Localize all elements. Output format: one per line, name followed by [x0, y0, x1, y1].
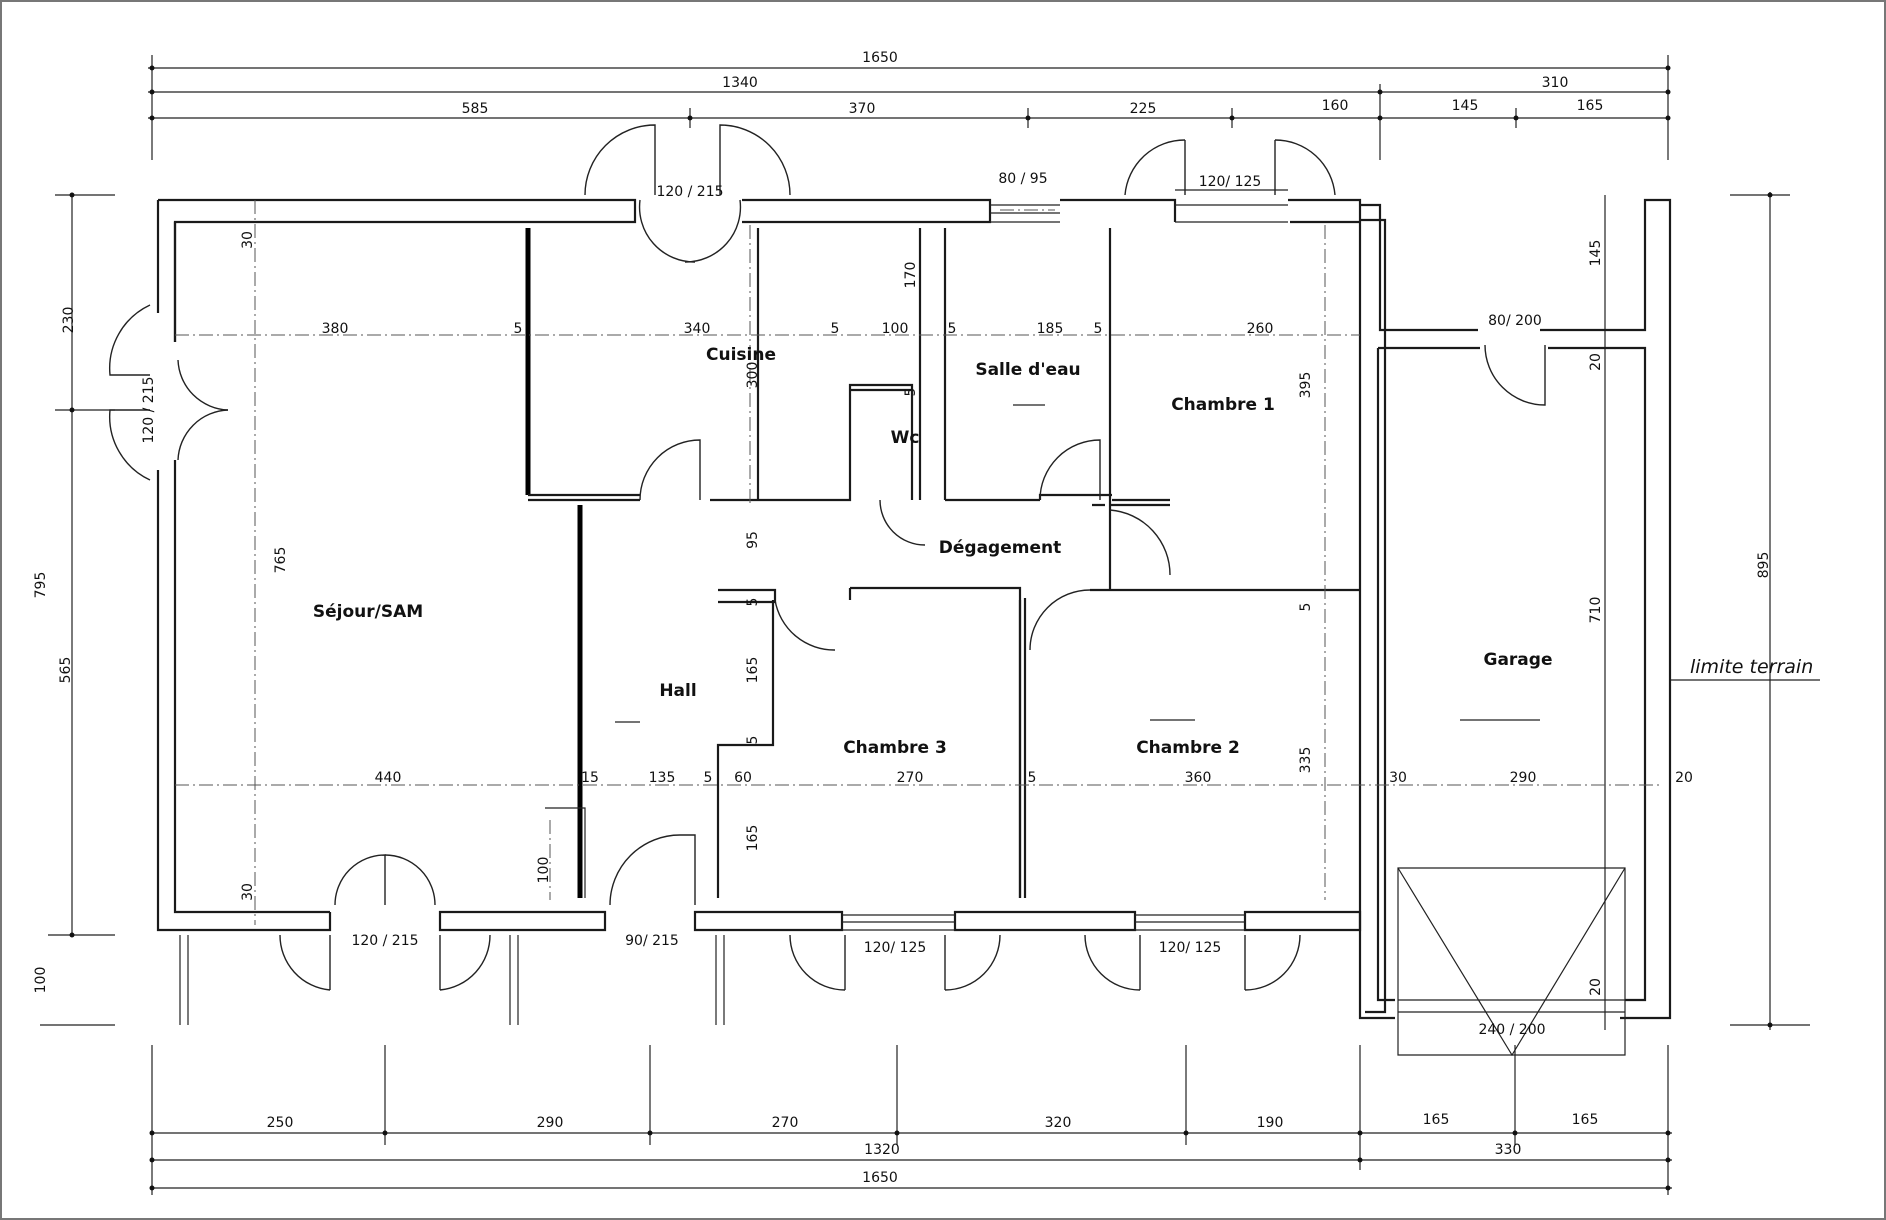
- svg-text:95: 95: [745, 531, 761, 549]
- svg-text:165: 165: [745, 825, 761, 852]
- interior-walls: [175, 200, 1660, 925]
- dim-top-seg-6: 165: [1577, 98, 1604, 114]
- dim-top-seg-4: 160: [1322, 98, 1349, 114]
- window-label-chambre2: 120/ 125: [1159, 940, 1222, 956]
- svg-text:765: 765: [273, 547, 289, 574]
- svg-text:30: 30: [1389, 770, 1407, 786]
- dim-right-door-gap: 20: [1588, 353, 1604, 371]
- room-label-garage: Garage: [1484, 650, 1553, 670]
- room-underline-marks: [615, 404, 1540, 723]
- dim-left-mid: 565: [58, 657, 74, 684]
- room-label-chambre1: Chambre 1: [1171, 395, 1275, 415]
- dim-bottom-seg-7: 165: [1572, 1112, 1599, 1128]
- dim-top-seg-2: 370: [849, 101, 876, 117]
- svg-text:185: 185: [1037, 321, 1064, 337]
- garage-walls: [1358, 198, 1672, 1057]
- svg-text:335: 335: [1298, 747, 1314, 774]
- dim-bottom-seg-1: 250: [267, 1115, 294, 1131]
- dim-bottom-seg-5: 190: [1257, 1115, 1284, 1131]
- room-label-sejour: Séjour/SAM: [313, 602, 423, 622]
- svg-text:5: 5: [903, 388, 919, 397]
- svg-text:300: 300: [745, 362, 761, 389]
- svg-text:360: 360: [1185, 770, 1212, 786]
- svg-text:5: 5: [1298, 603, 1314, 612]
- svg-text:60: 60: [734, 770, 752, 786]
- svg-text:20: 20: [1675, 770, 1693, 786]
- room-label-wc: Wc: [891, 428, 920, 448]
- svg-text:260: 260: [1247, 321, 1274, 337]
- svg-text:5: 5: [831, 321, 840, 337]
- limite-terrain-note: limite terrain: [1690, 656, 1813, 678]
- dim-bottom-total: 1650: [862, 1170, 898, 1186]
- dim-left-bottom: 100: [33, 967, 49, 994]
- dim-top-seg-5: 145: [1452, 98, 1479, 114]
- room-labels: Séjour/SAM Cuisine Salle d'eau Chambre 1…: [313, 345, 1553, 758]
- room-label-cuisine: Cuisine: [706, 345, 776, 365]
- svg-text:30: 30: [240, 231, 256, 249]
- dim-bottom-seg-4: 320: [1045, 1115, 1072, 1131]
- svg-text:135: 135: [649, 770, 676, 786]
- dim-top-total: 1650: [862, 50, 898, 66]
- svg-text:5: 5: [948, 321, 957, 337]
- svg-text:5: 5: [1028, 770, 1037, 786]
- room-label-chambre2: Chambre 2: [1136, 738, 1240, 758]
- svg-text:165: 165: [745, 657, 761, 684]
- svg-text:5: 5: [745, 598, 761, 607]
- door-label-cuisine: 120 / 215: [656, 184, 723, 200]
- dim-top-seg-3: 225: [1130, 101, 1157, 117]
- svg-text:5: 5: [1094, 321, 1103, 337]
- dim-bottom-house: 1320: [864, 1142, 900, 1158]
- dim-top-seg-1: 585: [462, 101, 489, 117]
- dim-left-top: 230: [61, 307, 77, 334]
- svg-text:340: 340: [684, 321, 711, 337]
- door-label-sejour-bottom: 120 / 215: [351, 933, 418, 949]
- dim-top-garage: 310: [1542, 75, 1569, 91]
- dim-bottom-garage: 330: [1495, 1142, 1522, 1158]
- door-label-hall-entry: 90/ 215: [625, 933, 679, 949]
- room-label-salle-eau: Salle d'eau: [975, 360, 1080, 380]
- svg-text:5: 5: [745, 736, 761, 745]
- dim-bottom-seg-2: 290: [537, 1115, 564, 1131]
- right-dimension-lines: [1604, 192, 1820, 1030]
- svg-text:380: 380: [322, 321, 349, 337]
- svg-text:30: 30: [240, 883, 256, 901]
- svg-text:170: 170: [903, 262, 919, 289]
- room-label-chambre3: Chambre 3: [843, 738, 947, 758]
- svg-text:100: 100: [536, 857, 552, 884]
- dim-right-garage-top: 145: [1588, 240, 1604, 267]
- interior-dimension-labels: 380 5 340 5 100 5 185 5 260 440 15 135 5…: [240, 231, 1693, 901]
- dim-top-house: 1340: [722, 75, 758, 91]
- door-label-entry-left: 120 / 215: [141, 376, 157, 443]
- dim-bottom-seg-6: 165: [1423, 1112, 1450, 1128]
- svg-text:270: 270: [897, 770, 924, 786]
- window-label-chambre1: 120/ 125: [1199, 174, 1262, 190]
- room-label-degagement: Dégagement: [939, 538, 1061, 558]
- bottom-dimension-lines: [149, 1045, 1672, 1195]
- room-label-hall: Hall: [659, 681, 696, 701]
- left-dimension-lines: [40, 192, 115, 1026]
- top-dimension-lines: [148, 55, 1671, 160]
- svg-text:100: 100: [882, 321, 909, 337]
- dim-right-garage-bottom: 20: [1588, 978, 1604, 996]
- window-label-salle-eau: 80 / 95: [998, 171, 1047, 187]
- doors: [108, 124, 1546, 1025]
- svg-text:395: 395: [1298, 372, 1314, 399]
- dim-bottom-seg-3: 270: [772, 1115, 799, 1131]
- svg-text:5: 5: [704, 770, 713, 786]
- svg-text:15: 15: [581, 770, 599, 786]
- svg-text:440: 440: [375, 770, 402, 786]
- dim-left-overall: 795: [33, 572, 49, 599]
- door-label-garage: 240 / 200: [1478, 1022, 1545, 1038]
- window-label-chambre3: 120/ 125: [864, 940, 927, 956]
- dim-right-overall: 895: [1756, 552, 1772, 579]
- dim-right-garage-depth: 710: [1588, 597, 1604, 624]
- svg-text:5: 5: [514, 321, 523, 337]
- door-label-garage-side: 80/ 200: [1488, 313, 1542, 329]
- svg-text:290: 290: [1510, 770, 1537, 786]
- exterior-walls: [156, 189, 1387, 1014]
